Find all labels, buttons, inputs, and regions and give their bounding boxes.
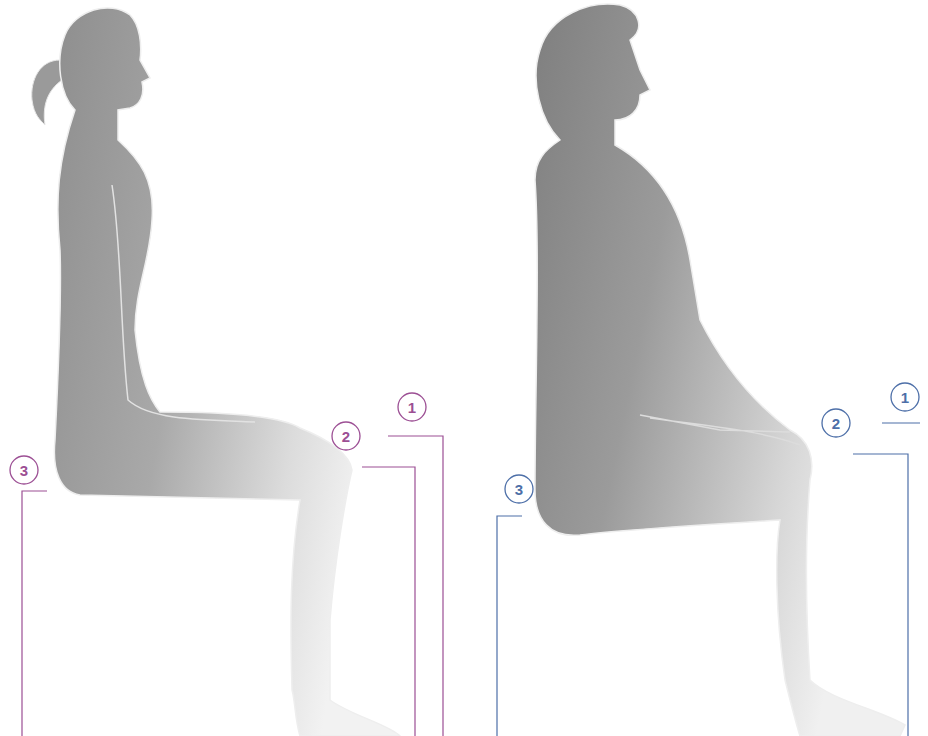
callout-number: 3 [20,463,28,478]
callout-ring [505,475,533,503]
callout-circle: 1 [890,382,920,412]
callout-circle: 2 [331,421,361,451]
callout-circle: 1 [397,392,427,422]
callout-number: 1 [901,390,909,405]
callout-ring [822,409,850,437]
callout-number: 3 [515,482,523,497]
callout-ring [10,456,38,484]
callout-circle: 2 [821,408,851,438]
callout-ring [398,393,426,421]
callout-ring [332,422,360,450]
callout-circle: 3 [9,455,39,485]
callout-number: 2 [342,429,350,444]
dimension-leader [497,423,920,736]
callout-number: 1 [408,400,416,415]
woman-silhouette [32,8,400,736]
man-silhouette [535,4,905,736]
callout-circle: 3 [504,474,534,504]
callout-number: 2 [832,416,840,431]
callout-ring [891,383,919,411]
dimension-leader [22,436,443,736]
